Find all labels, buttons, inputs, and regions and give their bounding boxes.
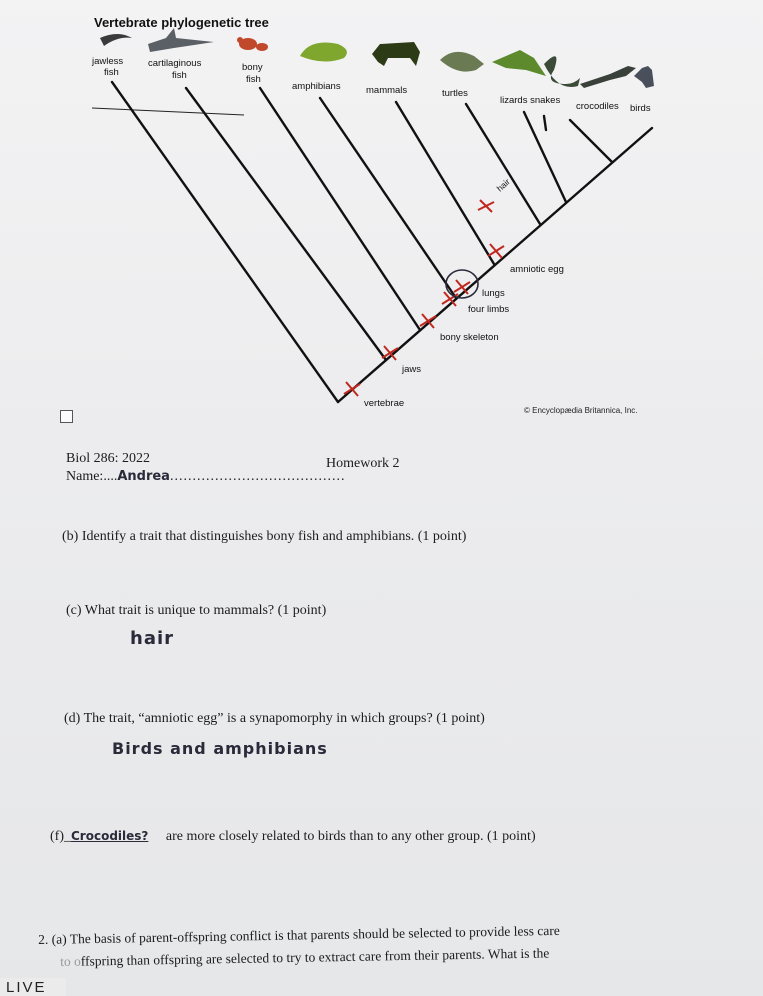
branch-lizards-snakes-node: [542, 114, 548, 132]
trait-label-amniotic-egg: amniotic egg: [510, 264, 564, 275]
question-2-line-2: to offspring than offspring are selected…: [60, 945, 549, 970]
handdrawn-circle: [445, 269, 479, 299]
branch-amphibians: [318, 96, 458, 300]
frog-icon: [300, 42, 347, 62]
name-dots-tail: .......................................: [169, 469, 346, 484]
animal-silhouettes: [100, 28, 654, 88]
tree-title: Vertebrate phylogenetic tree: [94, 15, 269, 30]
taxon-label-crocodiles: crocodiles: [576, 101, 619, 112]
lizard-icon: [492, 50, 546, 76]
answer-d: Birds and amphibians: [112, 739, 328, 758]
figure-credit: © Encyclopædia Britannica, Inc.: [524, 406, 638, 415]
mammal-icon: [372, 42, 420, 66]
taxon-label-amphibians: amphibians: [292, 81, 341, 92]
question-d: (d) The trait, “amniotic egg” is a synap…: [64, 711, 485, 726]
branch-crocodiles: [568, 118, 614, 164]
question-2-fragment: to o: [60, 953, 81, 969]
trait-markers: [343, 199, 505, 397]
trait-label-bony-skeleton: bony skeleton: [440, 332, 499, 343]
bird-icon: [634, 66, 654, 88]
name-label: Name:: [66, 469, 104, 484]
question-f-gap: [148, 829, 166, 844]
taxon-label-jawless: jawless: [91, 56, 123, 67]
branch-jawless: [110, 80, 340, 404]
trait-label-jaws: jaws: [401, 364, 421, 375]
branch-mammals: [394, 100, 496, 266]
assignment-label: Homework 2: [326, 456, 400, 471]
question-f-prefix: (f)_: [50, 829, 71, 844]
question-f-row: (f)_Crocodiles? are more closely related…: [50, 829, 536, 845]
question-2-line-1: 2. (a) The basis of parent-offspring con…: [38, 922, 560, 947]
snake-icon: [544, 56, 580, 88]
crocodile-icon: [580, 66, 636, 88]
course-label: Biol 286: 2022: [66, 451, 151, 466]
label-underline: [91, 107, 245, 116]
trait-label-vertebrae: vertebrae: [364, 398, 404, 409]
taxon-label-bony: bony: [242, 62, 263, 73]
phylogenetic-tree-figure: Vertebrate phylogenetic tree jawless fis…: [91, 15, 654, 415]
trait-label-four-limbs: four limbs: [468, 304, 509, 315]
shark-icon: [148, 28, 214, 52]
branch-trunk: [336, 126, 654, 404]
live-badge[interactable]: LIVE: [0, 978, 66, 996]
taxon-label-turtles: turtles: [442, 88, 468, 99]
turtle-icon: [440, 51, 484, 72]
taxon-label-lizards-snakes: lizards snakes: [500, 95, 560, 106]
answer-c: hair: [130, 628, 175, 649]
question-c: (c) What trait is unique to mammals? (1 …: [66, 603, 327, 618]
taxon-label-birds: birds: [630, 103, 651, 114]
question-2-line-2-text: ffspring than offspring are selected to …: [80, 945, 550, 969]
answer-f: Crocodiles?: [71, 829, 149, 843]
trait-label-lungs: lungs: [482, 288, 505, 299]
branch-lizards: [522, 110, 568, 204]
name-value: Andrea: [117, 469, 170, 484]
live-badge-label: LIVE: [6, 979, 47, 996]
checkbox-square[interactable]: [60, 410, 73, 423]
trait-label-hair: hair: [495, 176, 512, 193]
question-b: (b) Identify a trait that distinguishes …: [62, 529, 467, 544]
lamprey-icon: [100, 34, 132, 46]
tree-branches: [110, 80, 654, 404]
name-row: Name:....Andrea.........................…: [66, 469, 345, 485]
branch-bony: [258, 86, 422, 332]
branch-turtles: [464, 102, 542, 226]
taxon-label-cartilaginous-2: fish: [172, 70, 187, 81]
name-dots: ....: [103, 469, 118, 484]
taxon-label-jawless-2: fish: [104, 67, 119, 78]
branch-cartilaginous: [184, 86, 388, 362]
taxon-label-mammals: mammals: [366, 85, 407, 96]
taxon-label-cartilaginous: cartilaginous: [148, 58, 202, 69]
question-f-text: are more closely related to birds than t…: [165, 829, 536, 844]
bony-fish-icon: [237, 37, 268, 51]
taxon-label-bony-2: fish: [246, 74, 261, 85]
